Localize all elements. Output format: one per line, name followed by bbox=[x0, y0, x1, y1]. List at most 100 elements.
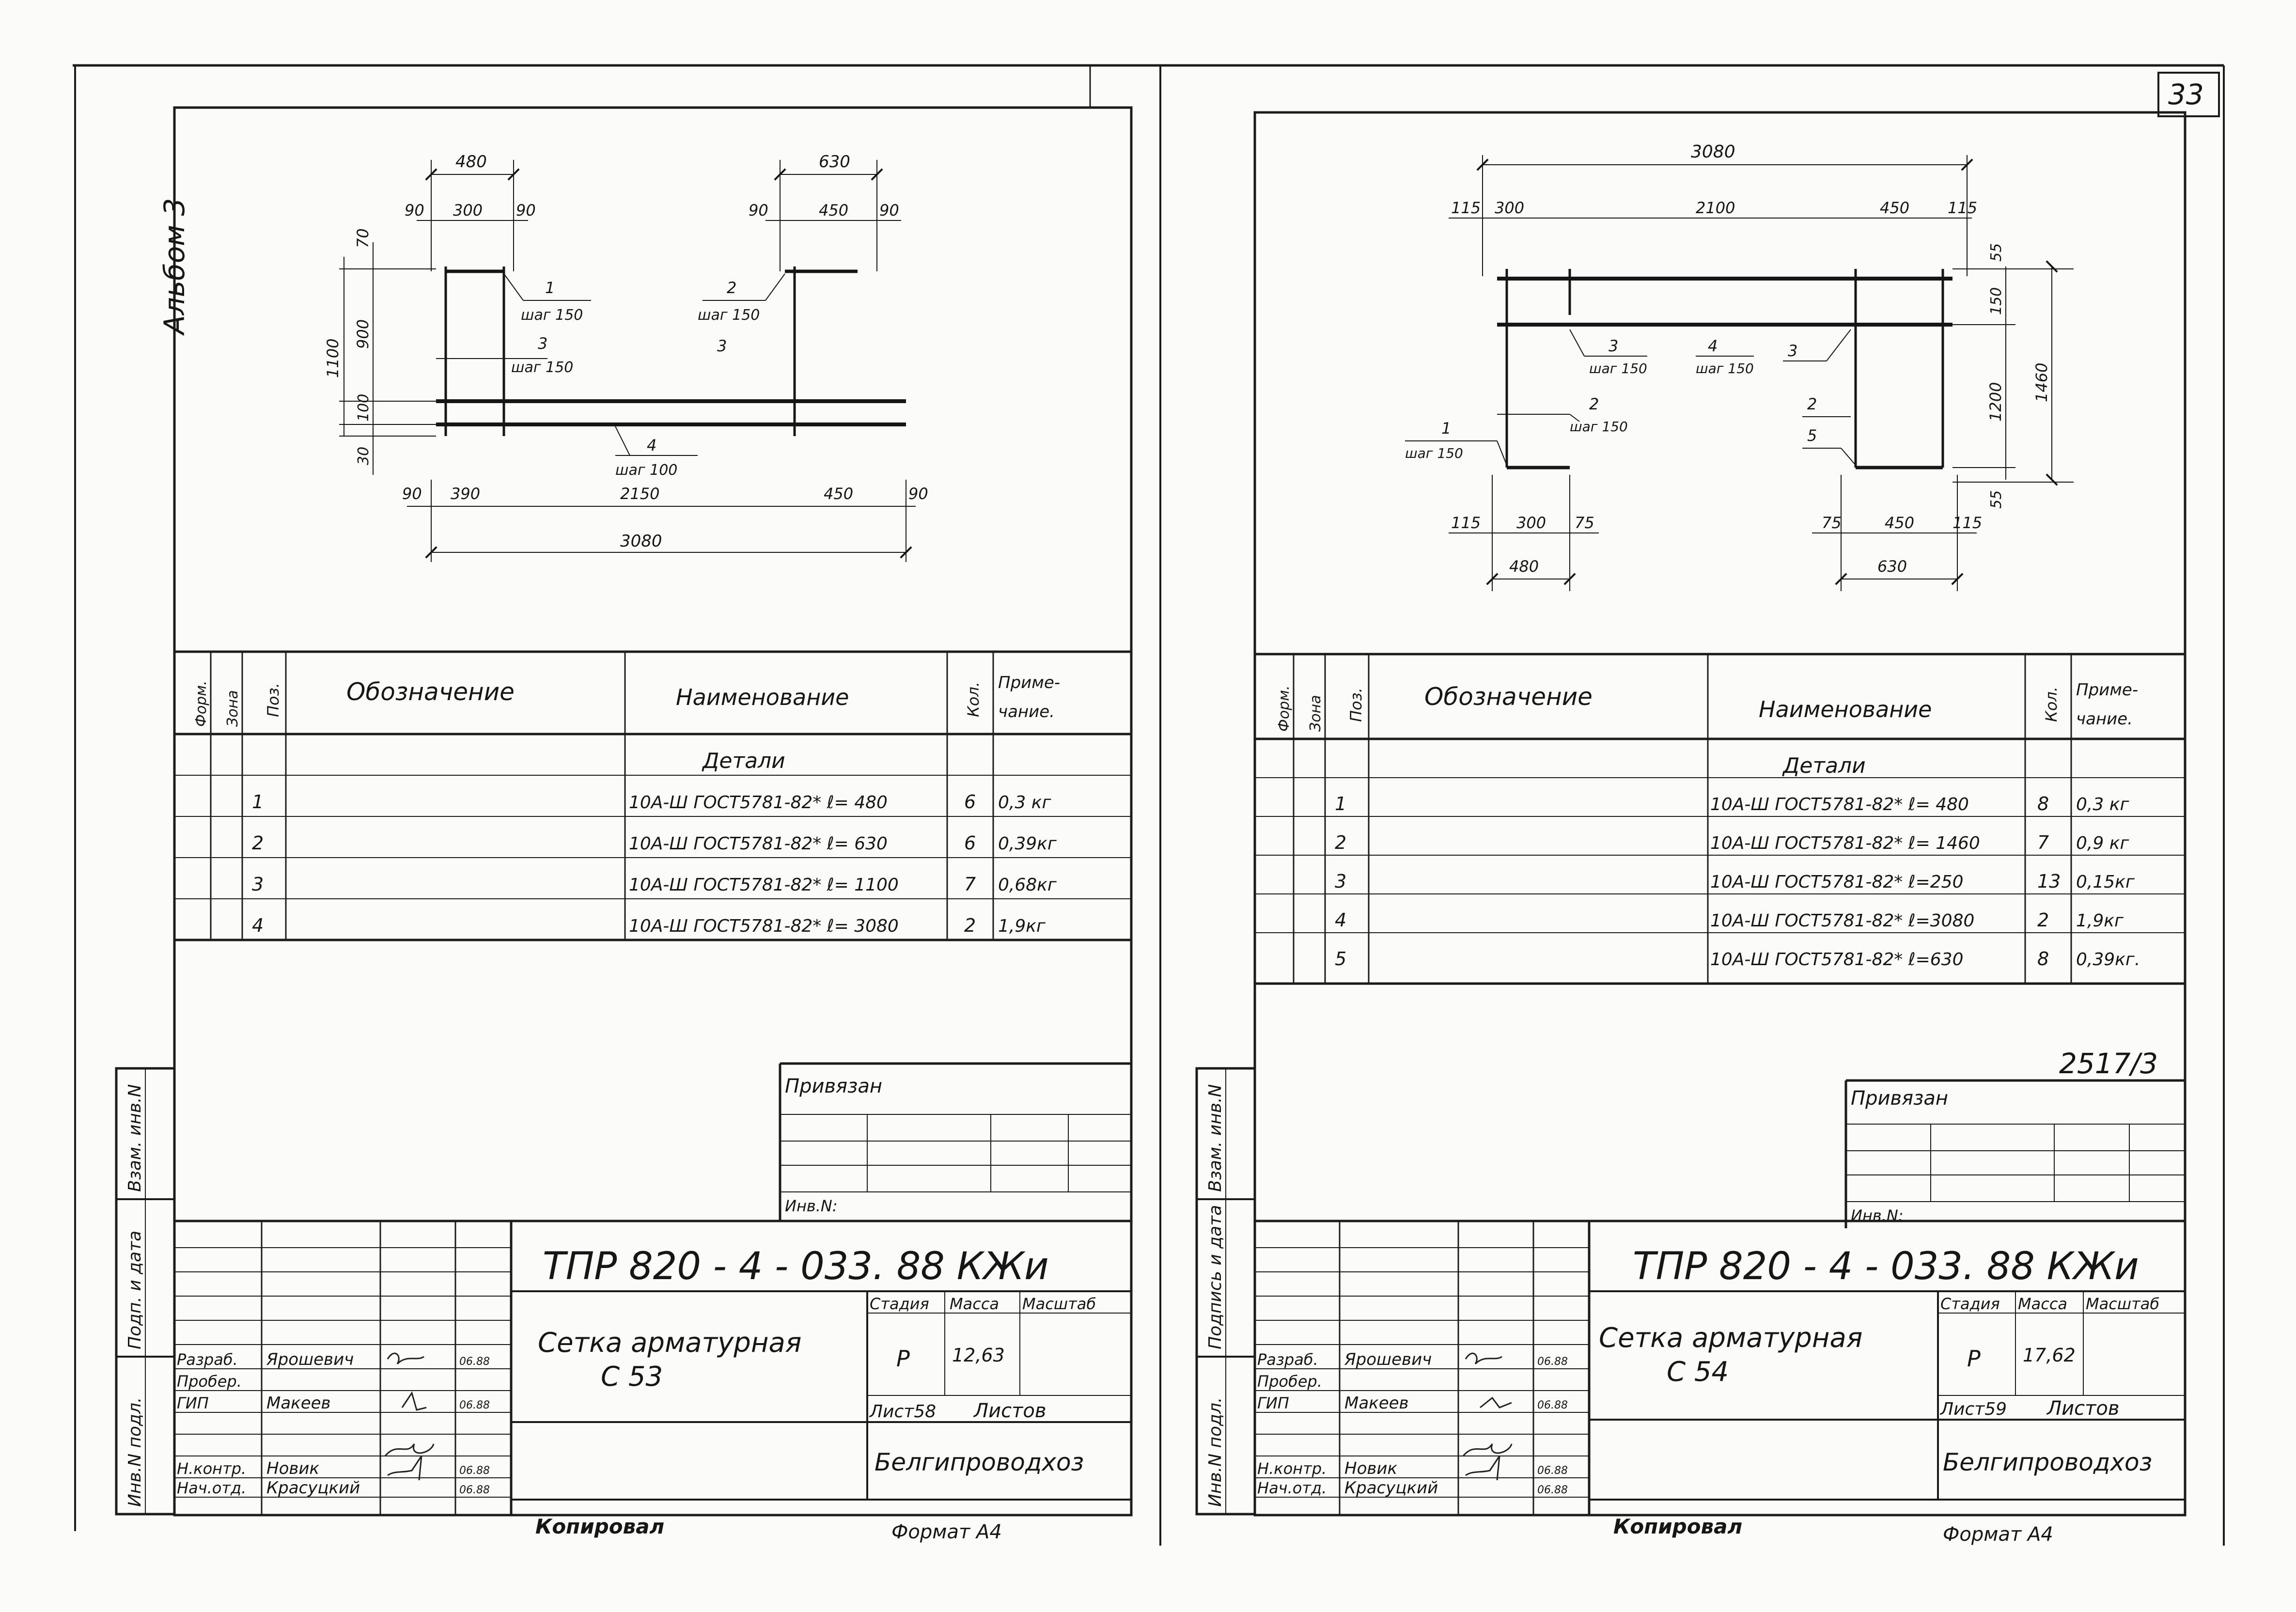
r-dim-b450: 450 bbox=[1885, 514, 1914, 532]
dim-70: 70 bbox=[354, 228, 372, 248]
right-sheet: 33 bbox=[1195, 72, 2220, 1546]
r-dim-1200: 1200 bbox=[1986, 382, 2005, 422]
r-dim-150: 150 bbox=[1988, 287, 2005, 315]
left-stage: Р bbox=[896, 1346, 910, 1372]
right-stage: Р bbox=[1967, 1346, 1981, 1372]
person-name: Красуцкий bbox=[266, 1478, 360, 1498]
left-privyazan-grid bbox=[779, 1062, 1131, 1221]
spec-h-name: Наименование bbox=[676, 684, 849, 710]
right-side-label-1: Взам. инв.N bbox=[1205, 1084, 1225, 1192]
label-pos3b: 3 bbox=[717, 337, 727, 355]
left-scale-label: Масштаб bbox=[1022, 1295, 1096, 1313]
label-pos1-step: шаг 150 bbox=[521, 307, 583, 324]
left-side-label-3: Инв.N подл. bbox=[125, 1397, 145, 1507]
spec-row-qty: 2 bbox=[2037, 909, 2049, 931]
spec-row-note: 0,9 кг bbox=[2076, 833, 2129, 853]
right-title-code: ТПР 820 - 4 - 033. 88 КЖи bbox=[1633, 1245, 2139, 1288]
spec-row-qty: 13 bbox=[2037, 871, 2061, 892]
r-label-pos4: 4 bbox=[1708, 337, 1718, 355]
right-spec-grid bbox=[1255, 653, 2185, 985]
r-dim-55a: 55 bbox=[1988, 243, 2005, 262]
r-dim-115a: 115 bbox=[1451, 199, 1481, 217]
r-spec-section: Детали bbox=[1782, 753, 1866, 778]
left-sheet: Альбом 3 bbox=[115, 106, 1133, 1543]
person-role: Пробер. bbox=[177, 1372, 242, 1391]
spec-row-pos: 3 bbox=[1335, 871, 1346, 892]
label-pos2: 2 bbox=[727, 279, 736, 297]
left-spec-grid bbox=[174, 650, 1131, 941]
spec-row-note: 0,68кг bbox=[998, 875, 1057, 895]
spec-row-pos: 5 bbox=[1335, 948, 1346, 970]
r-dim-450: 450 bbox=[1880, 199, 1909, 217]
r-label-pos5: 5 bbox=[1807, 426, 1817, 445]
right-title-line1: Сетка арматурная bbox=[1599, 1322, 1862, 1354]
r-dim-b630: 630 bbox=[1877, 557, 1907, 576]
person-name: Ярошевич bbox=[266, 1350, 354, 1369]
right-sheet-frame bbox=[1253, 111, 2187, 1517]
right-stage-label: Стадия bbox=[1940, 1295, 2000, 1313]
r-dim-b115b: 115 bbox=[1952, 514, 1982, 532]
right-sheets-label: Листов bbox=[2046, 1397, 2119, 1420]
right-privyazan-grid bbox=[1844, 1079, 2185, 1228]
r-spec-h-note: Приме- bbox=[2076, 680, 2138, 700]
right-scale-label: Масштаб bbox=[2086, 1295, 2159, 1313]
spec-row-name: 10А-Ш ГОСТ5781-82* ℓ= 480 bbox=[1710, 795, 1969, 814]
spec-row-qty: 8 bbox=[2037, 793, 2049, 814]
label-pos3-step: шаг 150 bbox=[511, 359, 573, 376]
label-pos4: 4 bbox=[647, 436, 656, 454]
r-spec-h-note2: чание. bbox=[2076, 709, 2133, 729]
dim-b90a: 90 bbox=[402, 485, 422, 503]
spec-h-zone: Зона bbox=[224, 690, 241, 727]
r-dim-overall-top: 3080 bbox=[1691, 142, 1735, 162]
dim-630: 630 bbox=[819, 152, 850, 172]
spec-row-note: 0,39кг bbox=[998, 834, 1057, 854]
person-date: 06.88 bbox=[1537, 1484, 1568, 1496]
spec-row-qty: 7 bbox=[2037, 832, 2049, 853]
left-sheet-frame bbox=[173, 106, 1133, 1517]
right-title-grid bbox=[1255, 1220, 2185, 1514]
person-date: 06.88 bbox=[459, 1356, 490, 1368]
left-format: Формат А4 bbox=[891, 1521, 1002, 1543]
dim-450: 450 bbox=[819, 201, 848, 219]
left-stage-label: Стадия bbox=[870, 1295, 929, 1313]
dim-b390: 390 bbox=[451, 485, 480, 503]
spec-row-pos: 1 bbox=[252, 791, 264, 813]
person-role: ГИП bbox=[1257, 1394, 1289, 1412]
spec-row-name: 10А-Ш ГОСТ5781-82* ℓ= 630 bbox=[629, 834, 888, 854]
r-dim-b300: 300 bbox=[1516, 514, 1546, 532]
r-label-pos2: 2 bbox=[1589, 395, 1599, 413]
left-mass: 12,63 bbox=[952, 1345, 1005, 1366]
r-spec-h-designation: Обозначение bbox=[1424, 683, 1593, 711]
spec-row-name: 10А-Ш ГОСТ5781-82* ℓ= 1460 bbox=[1710, 833, 1980, 853]
r-label-pos3r: 3 bbox=[1788, 342, 1797, 360]
dim-b450: 450 bbox=[824, 485, 853, 503]
mesh-c54-drawing bbox=[1405, 155, 2074, 591]
person-name: Макеев bbox=[266, 1393, 331, 1413]
label-pos4-step: шаг 100 bbox=[615, 462, 677, 479]
person-name: Ярошевич bbox=[1344, 1350, 1432, 1369]
right-org: Белгипроводхоз bbox=[1943, 1448, 2152, 1476]
person-role: Разраб. bbox=[1257, 1350, 1318, 1369]
spec-row-note: 0,15кг bbox=[2076, 872, 2135, 892]
dim-1100: 1100 bbox=[324, 339, 342, 378]
person-role: Разраб. bbox=[177, 1350, 238, 1369]
spec-row-qty: 6 bbox=[964, 832, 976, 854]
spec-row-name: 10А-Ш ГОСТ5781-82* ℓ= 1100 bbox=[629, 875, 899, 895]
left-org: Белгипроводхоз bbox=[875, 1448, 1084, 1476]
r-dim-b115a: 115 bbox=[1451, 514, 1481, 532]
right-title-line2: С 54 bbox=[1667, 1356, 1729, 1388]
left-title-code: ТПР 820 - 4 - 033. 88 КЖи bbox=[543, 1245, 1049, 1288]
left-side-label-1: Взам. инв.N bbox=[125, 1084, 145, 1192]
dim-90a: 90 bbox=[405, 201, 424, 219]
left-privyazan: Привязан bbox=[785, 1075, 882, 1097]
spec-h-designation: Обозначение bbox=[346, 678, 515, 706]
page-number-box bbox=[2157, 72, 2220, 117]
spec-row-name: 10А-Ш ГОСТ5781-82* ℓ=3080 bbox=[1710, 911, 1974, 931]
label-pos1: 1 bbox=[545, 279, 555, 297]
person-role: ГИП bbox=[177, 1394, 209, 1412]
r-label-pos4-step: шаг 150 bbox=[1696, 360, 1754, 376]
right-format: Формат А4 bbox=[1943, 1523, 2053, 1546]
person-date: 06.88 bbox=[1537, 1465, 1568, 1477]
dim-b90b: 90 bbox=[908, 485, 928, 503]
